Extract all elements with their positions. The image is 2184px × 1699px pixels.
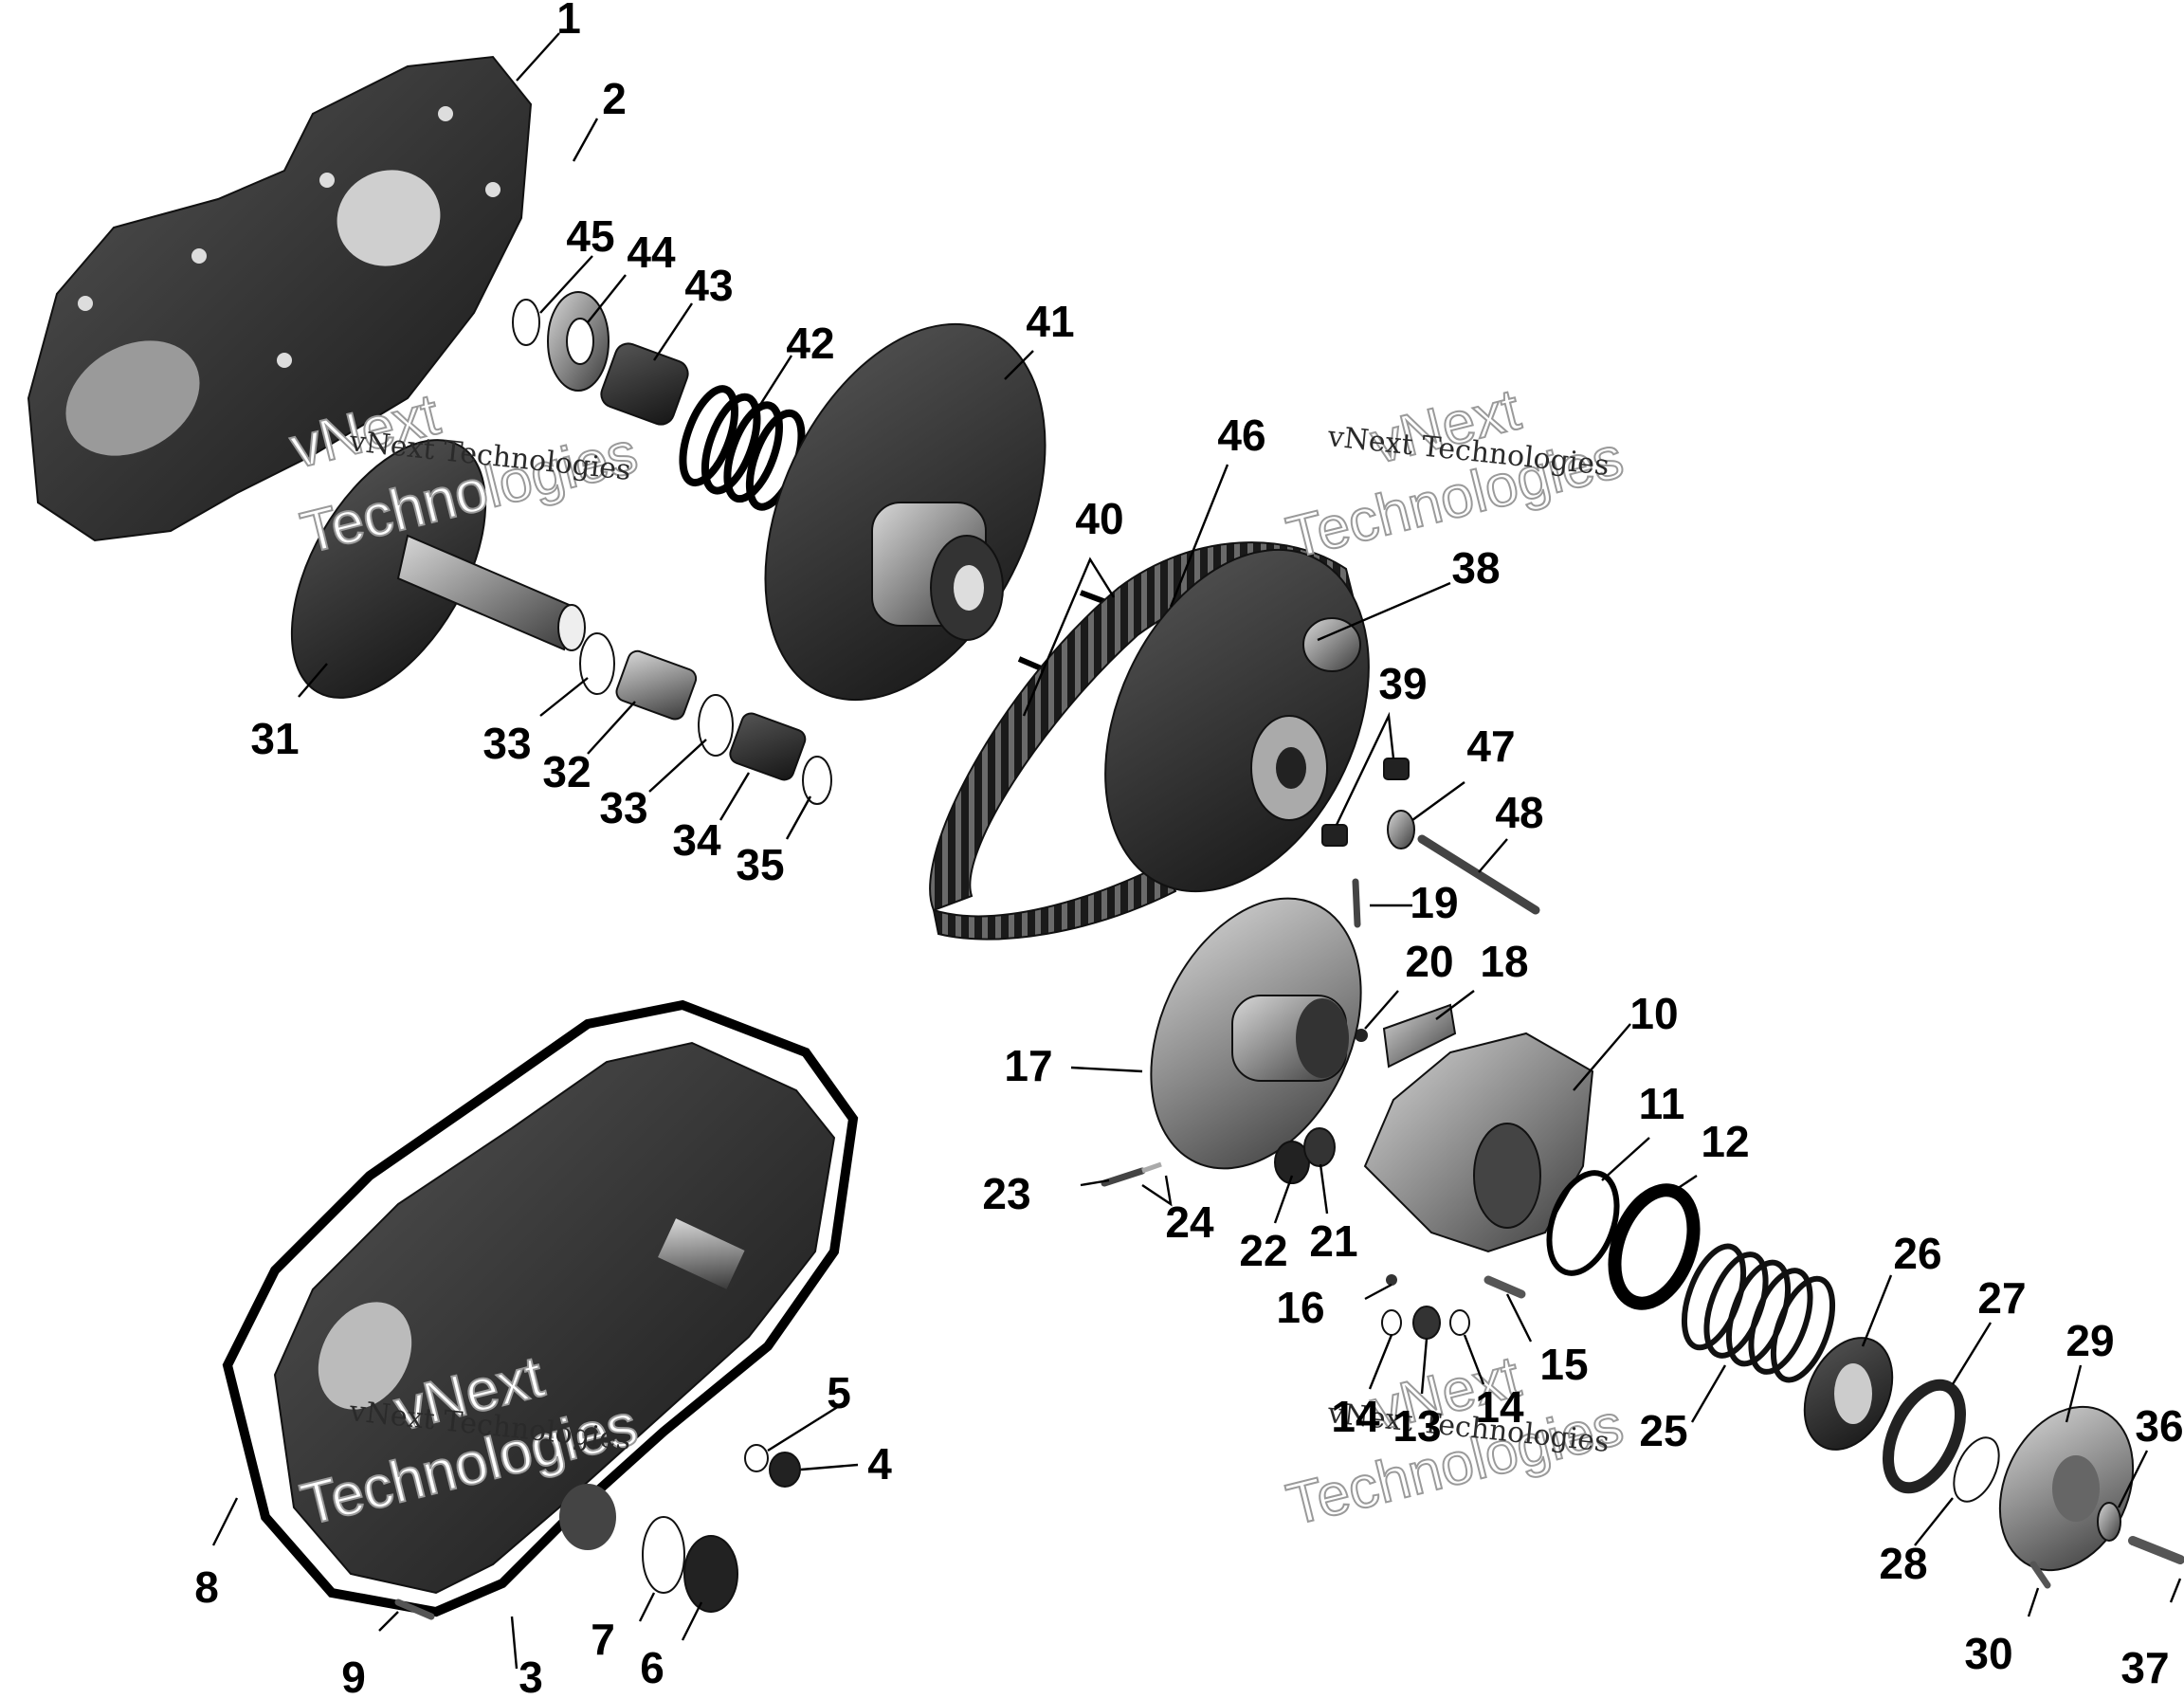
callout-19: 19	[1410, 878, 1458, 927]
callout-34: 34	[672, 815, 721, 865]
callout-22: 22	[1239, 1226, 1287, 1275]
rollers-parts	[1274, 1127, 1336, 1184]
callout-14-right: 14	[1475, 1382, 1524, 1432]
outer-cover-part	[27, 55, 533, 542]
watermark: vNext Technologies vNext Technologies	[1280, 375, 1630, 572]
fixed-sheave-part	[290, 439, 586, 699]
spider-plate-part	[1150, 897, 1362, 1170]
callout-41: 41	[1026, 297, 1074, 346]
callout-21: 21	[1309, 1216, 1357, 1266]
callout-31: 31	[250, 714, 299, 763]
callout-23: 23	[982, 1169, 1030, 1218]
callout-17: 17	[1004, 1041, 1052, 1090]
callout-5: 5	[827, 1368, 851, 1417]
movable-sheave-part	[764, 322, 1046, 702]
spring-part	[1681, 1243, 1836, 1383]
callout-47: 47	[1466, 722, 1515, 771]
callout-15: 15	[1539, 1340, 1588, 1389]
shaft-rings-parts	[579, 632, 832, 805]
callout-10: 10	[1629, 989, 1678, 1038]
housing-small-parts	[1381, 1274, 1526, 1340]
callout-28: 28	[1879, 1539, 1927, 1588]
callout-42: 42	[786, 319, 834, 368]
callout-8: 8	[194, 1562, 219, 1612]
leader-lines	[211, 32, 2182, 1670]
callout-14-left: 14	[1331, 1392, 1380, 1441]
callout-38: 38	[1451, 543, 1500, 593]
callout-4: 4	[867, 1439, 892, 1489]
callout-7: 7	[591, 1615, 615, 1664]
callout-40: 40	[1075, 494, 1123, 543]
callout-35: 35	[736, 840, 784, 889]
callout-13: 13	[1392, 1401, 1441, 1451]
callout-6: 6	[640, 1643, 664, 1692]
callout-3: 3	[519, 1653, 543, 1699]
screws-parts	[1101, 1161, 1162, 1187]
callout-33-upper: 33	[482, 719, 531, 768]
callout-39: 39	[1378, 659, 1427, 708]
callout-43: 43	[684, 261, 733, 310]
roller-housing-part	[1363, 1032, 1594, 1253]
callout-46: 46	[1217, 411, 1265, 460]
inner-cover-hardware-parts	[394, 1444, 801, 1620]
callout-12: 12	[1701, 1117, 1749, 1166]
callout-48: 48	[1495, 788, 1543, 837]
callout-25: 25	[1639, 1406, 1687, 1455]
callout-2: 2	[602, 74, 627, 123]
callout-30: 30	[1964, 1629, 2012, 1678]
callout-37: 37	[2120, 1643, 2169, 1692]
callout-33-lower: 33	[599, 783, 647, 832]
callout-45: 45	[566, 211, 614, 261]
callout-labels: 1 2 3 4 5 6 7 8 9 10 11 12 13 14 14 15 1…	[194, 0, 2183, 1699]
callout-36: 36	[2135, 1401, 2183, 1451]
callout-24: 24	[1165, 1197, 1214, 1247]
end-cap-parts	[1998, 1405, 2184, 1589]
callout-32: 32	[542, 747, 591, 796]
callout-27: 27	[1977, 1273, 2026, 1323]
callout-20: 20	[1405, 937, 1453, 986]
callout-26: 26	[1893, 1229, 1941, 1278]
watermark: vNext Technologies vNext Technologies	[294, 1343, 645, 1539]
callout-16: 16	[1276, 1283, 1324, 1332]
bearing-seal-parts	[1803, 1337, 2000, 1503]
callout-18: 18	[1480, 937, 1528, 986]
callout-1: 1	[556, 0, 581, 43]
driven-pulley-part	[1104, 548, 1370, 893]
callout-29: 29	[2066, 1316, 2114, 1365]
callout-9: 9	[341, 1653, 366, 1699]
callout-11: 11	[1639, 1079, 1685, 1128]
callout-44: 44	[627, 228, 676, 277]
small-hardware-parts	[1321, 758, 1540, 1069]
